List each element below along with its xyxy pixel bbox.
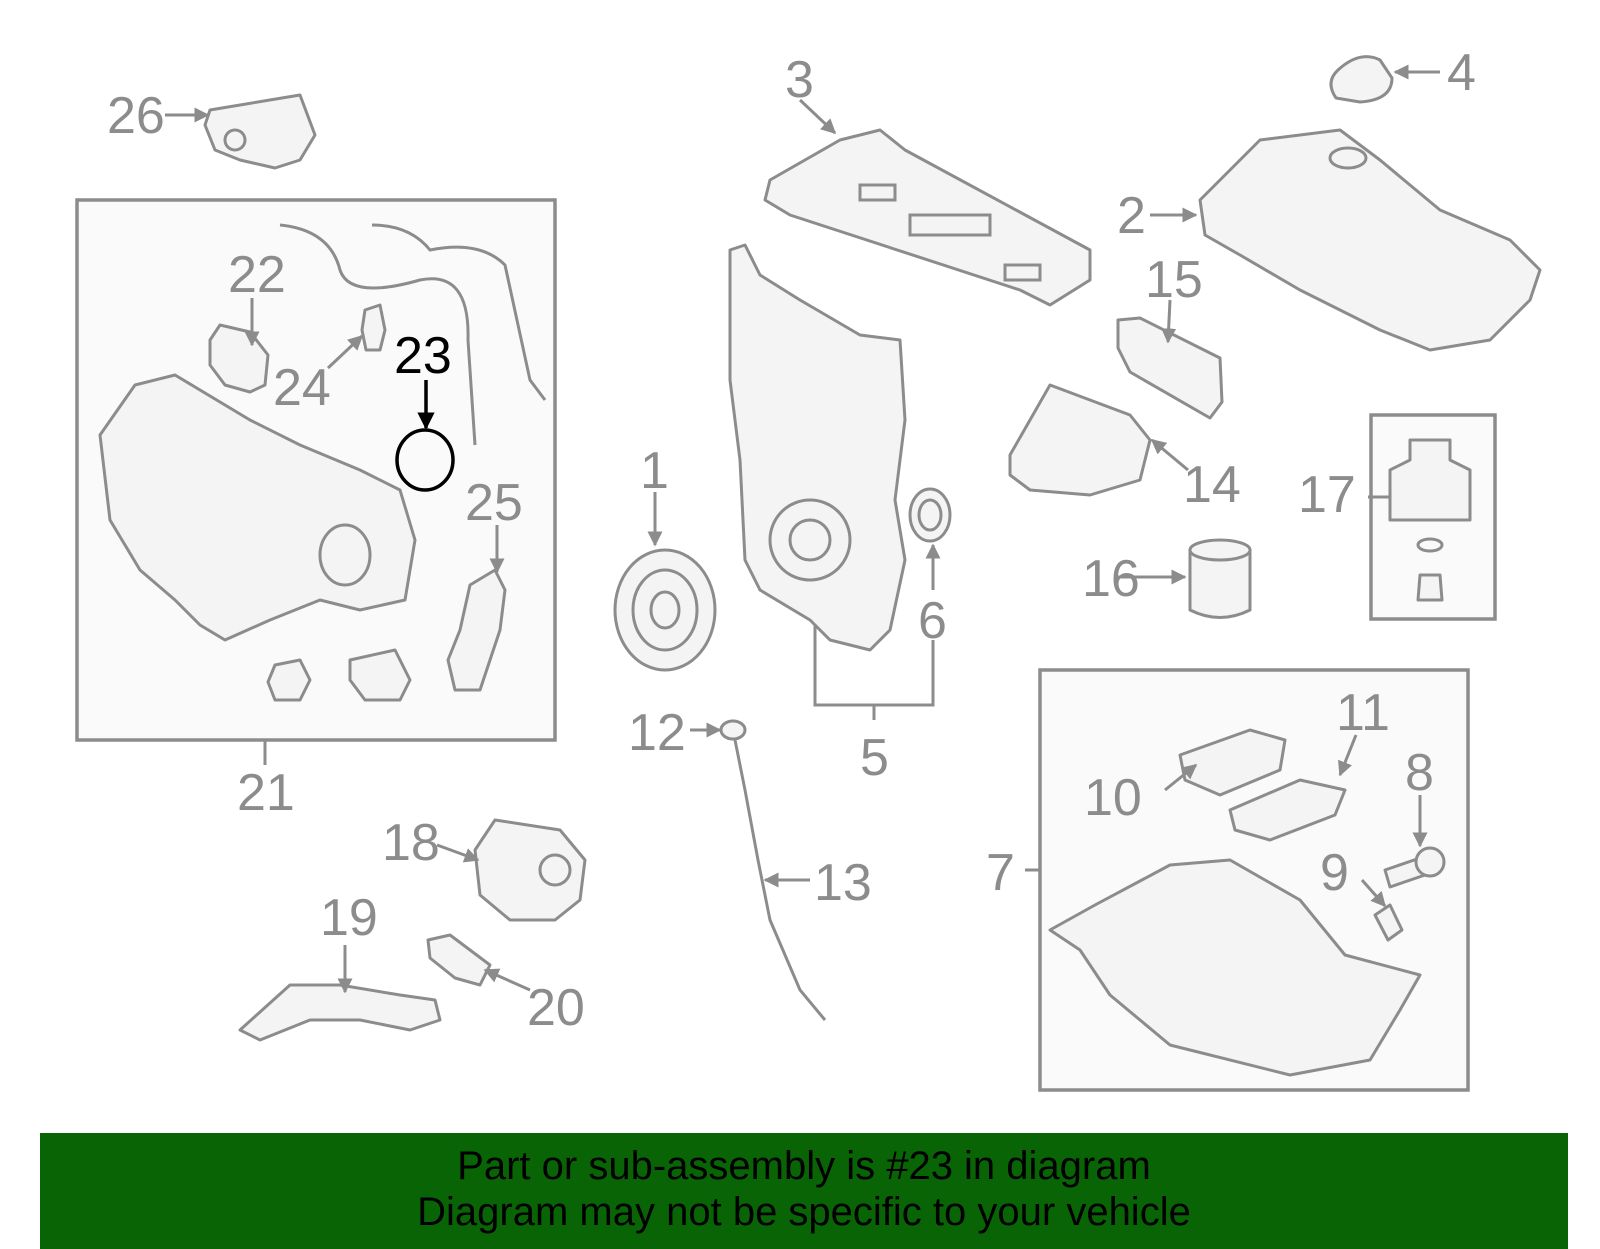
part-26-engine-mount[interactable] xyxy=(203,93,317,170)
banner-line-1: Part or sub-assembly is #23 in diagram xyxy=(457,1144,1151,1188)
part-23-o-ring[interactable] xyxy=(395,428,455,492)
part-17-filter-cap[interactable] xyxy=(1388,438,1472,522)
part-12-dipstick-handle[interactable] xyxy=(719,719,747,741)
part-6-seal[interactable] xyxy=(908,487,952,543)
callout-11: 11 xyxy=(1336,684,1390,742)
info-banner: Part or sub-assembly is #23 in diagram D… xyxy=(40,1133,1568,1249)
part-21-intake-manifold[interactable] xyxy=(98,373,417,642)
part-25-valve[interactable] xyxy=(446,568,507,692)
callout-25: 25 xyxy=(465,474,523,532)
part-14-pump[interactable] xyxy=(1008,383,1152,497)
callout-21: 21 xyxy=(237,764,295,822)
part-15-gasket[interactable] xyxy=(1116,316,1224,420)
callout-23: 23 xyxy=(394,327,452,385)
vacuum-hose xyxy=(279,223,477,446)
callout-3: 3 xyxy=(785,51,814,109)
callout-22: 22 xyxy=(228,246,286,304)
callout-13: 13 xyxy=(814,854,872,912)
callout-20: 20 xyxy=(527,979,585,1037)
part-2-valve-cover[interactable] xyxy=(1198,128,1542,352)
callouts: 26 22 23 24 25 21 3 4 2 15 14 17 16 1 6 … xyxy=(107,44,1476,1037)
part-20-gasket[interactable] xyxy=(426,933,492,987)
part-18-pump[interactable] xyxy=(473,818,587,922)
callout-14: 14 xyxy=(1183,456,1241,514)
callout-12: 12 xyxy=(628,704,686,762)
parts-diagram: 26 22 23 24 25 21 3 4 2 15 14 17 16 1 6 … xyxy=(75,44,1542,1092)
banner-line-2: Diagram may not be specific to your vehi… xyxy=(417,1190,1191,1234)
callout-5: 5 xyxy=(860,729,889,787)
callout-7: 7 xyxy=(986,844,1015,902)
callout-6: 6 xyxy=(918,592,947,650)
callout-1: 1 xyxy=(640,442,669,500)
part-24-sensor[interactable] xyxy=(360,303,387,352)
part-7-oil-pan[interactable] xyxy=(1048,858,1422,1077)
callout-9: 9 xyxy=(1320,844,1349,902)
part-16-oil-filter[interactable] xyxy=(1188,548,1252,619)
part-9-washer[interactable] xyxy=(1373,903,1404,942)
part-13-dipstick[interactable] xyxy=(733,739,827,1021)
callout-19: 19 xyxy=(320,889,378,947)
part-19-bracket[interactable] xyxy=(238,983,442,1042)
part-3-cover-gasket[interactable] xyxy=(763,128,1092,307)
callout-26: 26 xyxy=(107,87,165,145)
part-11-baffle[interactable] xyxy=(1228,778,1347,842)
callout-4: 4 xyxy=(1447,44,1476,102)
callout-18: 18 xyxy=(382,814,440,872)
callout-17: 17 xyxy=(1298,466,1356,524)
callout-16: 16 xyxy=(1082,550,1140,608)
callout-15: 15 xyxy=(1145,251,1203,309)
part-5-timing-cover[interactable] xyxy=(728,243,907,652)
callout-8: 8 xyxy=(1405,744,1434,802)
part-10-baffle[interactable] xyxy=(1178,728,1287,797)
callout-2: 2 xyxy=(1117,187,1146,245)
callout-24: 24 xyxy=(273,359,331,417)
callout-10: 10 xyxy=(1084,769,1142,827)
part-1-pulley[interactable] xyxy=(613,548,717,672)
part-4-oil-cap[interactable] xyxy=(1329,55,1394,104)
vacuum-hose-2 xyxy=(371,223,547,401)
